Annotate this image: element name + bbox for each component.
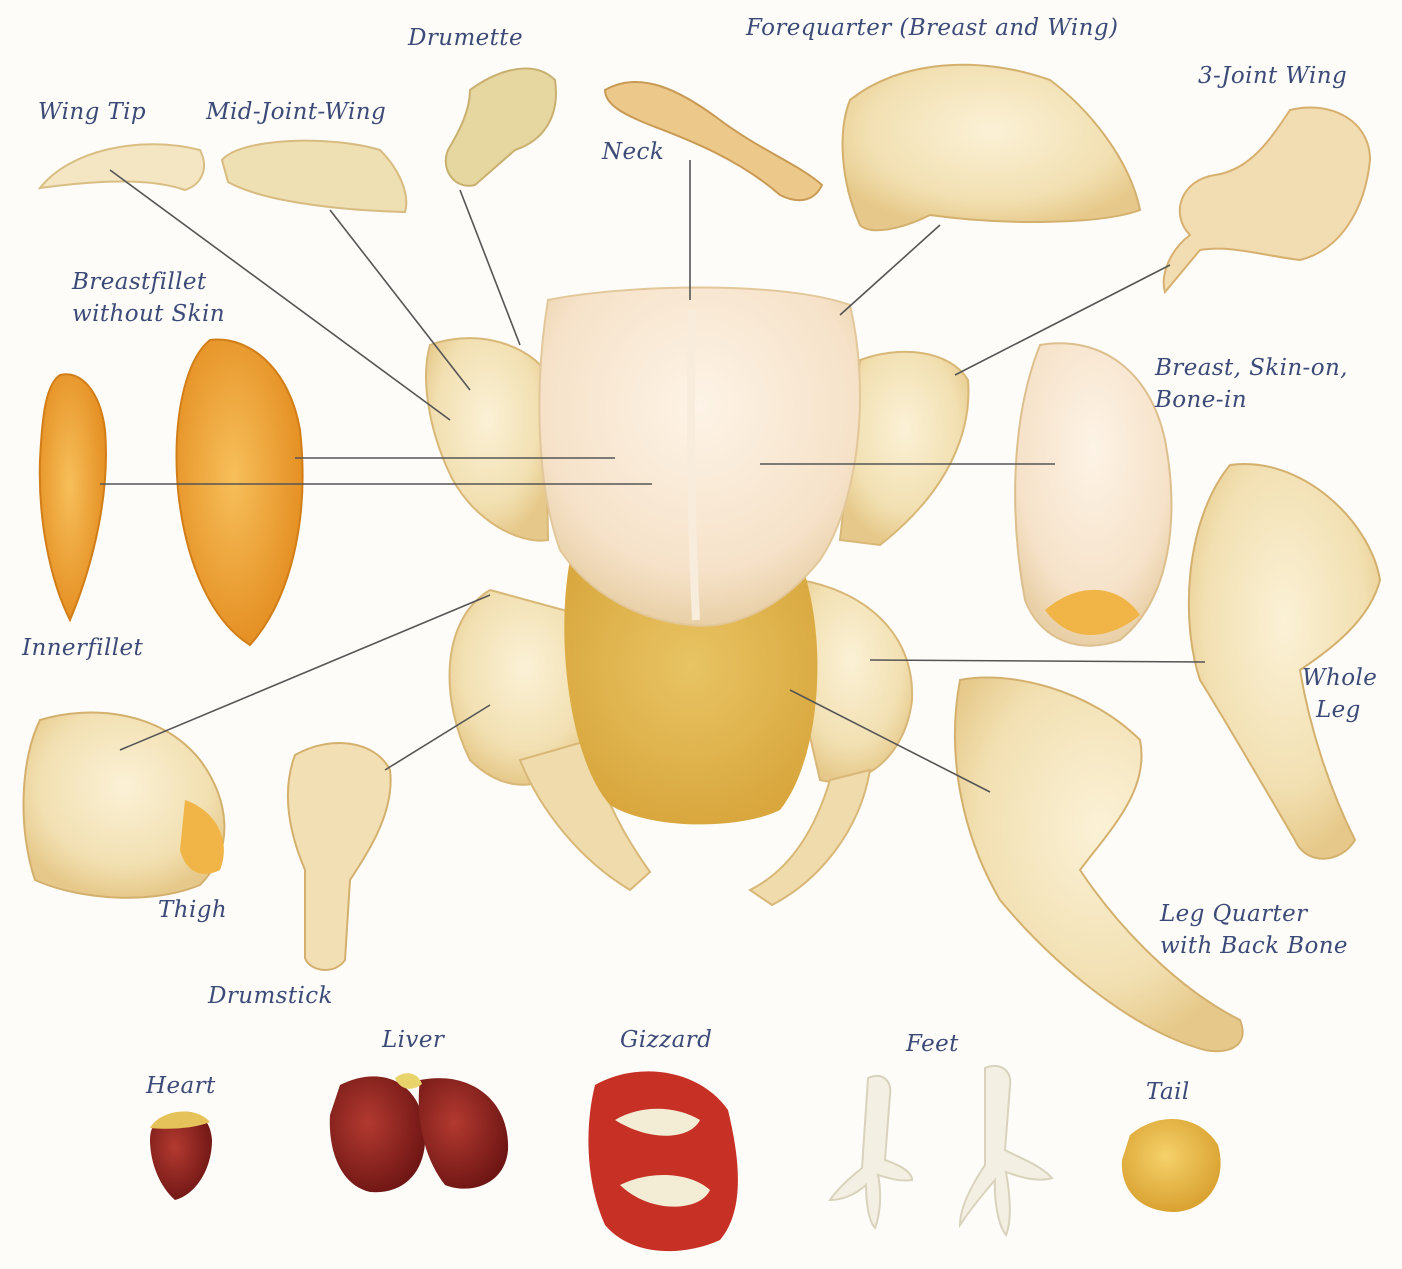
label-wing-tip: Wing Tip [38, 96, 146, 128]
mid-joint-wing-piece [222, 141, 406, 212]
leg-quarter-piece [955, 678, 1243, 1052]
drumette-piece [446, 69, 556, 186]
label-breast-skin-on: Breast, Skin-on, Bone-in [1155, 352, 1348, 416]
label-breastfillet-line2: without Skin [72, 298, 225, 330]
label-whole-leg-line2: Leg [1302, 694, 1377, 726]
three-joint-wing-piece [1164, 107, 1370, 292]
liver-left-lobe [330, 1076, 425, 1192]
label-leg-quarter: Leg Quarter with Back Bone [1160, 898, 1348, 962]
left-wing-on-bird [426, 338, 548, 541]
label-gizzard: Gizzard [620, 1024, 712, 1056]
wing-tip-piece [40, 144, 204, 190]
label-whole-leg: Whole Leg [1302, 662, 1377, 726]
label-neck: Neck [602, 136, 664, 168]
breast-on-bird [539, 288, 860, 626]
liver-right-lobe [419, 1078, 508, 1189]
label-liver: Liver [382, 1024, 444, 1056]
label-3-joint-wing: 3-Joint Wing [1198, 60, 1347, 92]
leader-thigh [120, 595, 490, 750]
leader-forequarter [840, 225, 940, 315]
label-mid-joint-wing: Mid-Joint-Wing [206, 96, 386, 128]
label-breastfillet: Breastfillet without Skin [72, 266, 225, 330]
label-breast-skin-on-line2: Bone-in [1155, 384, 1348, 416]
label-leg-quarter-line1: Leg Quarter [1160, 898, 1348, 930]
leader-whole-leg [870, 660, 1205, 662]
forequarter-piece [843, 65, 1140, 230]
label-drumstick: Drumstick [208, 980, 333, 1012]
label-feet: Feet [906, 1028, 959, 1060]
drumstick-piece [288, 743, 391, 970]
foot-left-piece [830, 1076, 912, 1228]
label-leg-quarter-line2: with Back Bone [1160, 930, 1348, 962]
label-breast-skin-on-line1: Breast, Skin-on, [1155, 352, 1348, 384]
label-breastfillet-line1: Breastfillet [72, 266, 225, 298]
breastfillet-piece [177, 340, 303, 645]
whole-chicken [426, 288, 968, 906]
foot-right-piece [960, 1066, 1052, 1235]
tail-piece [1122, 1119, 1221, 1212]
label-forequarter: Forequarter (Breast and Wing) [746, 12, 1118, 44]
innerfillet-piece [40, 374, 106, 620]
label-whole-leg-line1: Whole [1302, 662, 1377, 694]
label-thigh: Thigh [158, 894, 227, 926]
gizzard-piece [588, 1071, 737, 1251]
leader-drumette [460, 190, 520, 345]
label-tail: Tail [1146, 1076, 1190, 1108]
label-heart: Heart [146, 1070, 216, 1102]
label-drumette: Drumette [408, 22, 523, 54]
label-innerfillet: Innerfillet [22, 632, 143, 664]
leader-mid-joint-wing [330, 210, 470, 390]
